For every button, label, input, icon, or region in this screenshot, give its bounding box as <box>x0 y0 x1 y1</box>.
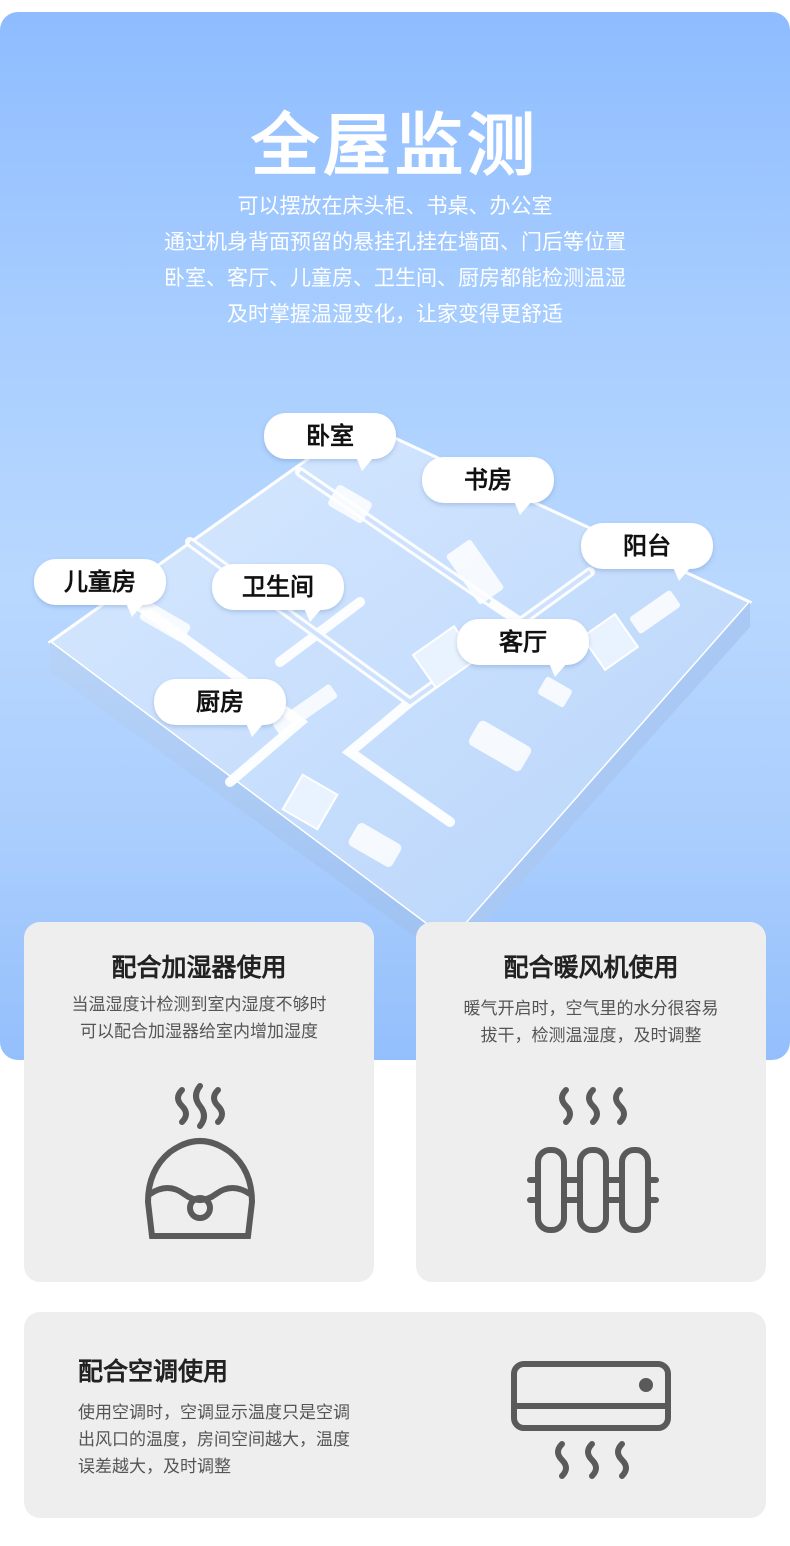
card-line: 出风口的温度，房间空间越大，温度 <box>78 1430 350 1450</box>
aircon-card: 配合空调使用 使用空调时，空调显示温度只是空调 出风口的温度，房间空间越大，温度… <box>24 1312 766 1518</box>
hero-line: 通过机身背面预留的悬挂孔挂在墙面、门后等位置 <box>164 230 626 254</box>
card-description: 暖气开启时，空气里的水分很容易 拔干，检测温湿度，及时调整 <box>416 996 766 1050</box>
humidifier-icon <box>144 1083 256 1239</box>
card-line: 使用空调时，空调显示温度只是空调 <box>78 1403 350 1423</box>
house-floorplan-illustration <box>47 420 753 962</box>
card-description: 使用空调时，空调显示温度只是空调 出风口的温度，房间空间越大，温度 误差越大，及… <box>78 1400 350 1481</box>
heater-card: 配合暖风机使用 暖气开启时，空气里的水分很容易 拔干，检测温湿度，及时调整 <box>416 922 766 1282</box>
hero-title: 全屋监测 <box>250 107 539 186</box>
card-title: 配合暖风机使用 <box>503 953 679 982</box>
card-line: 拔干，检测温湿度，及时调整 <box>480 1026 702 1046</box>
card-line: 暖气开启时，空气里的水分很容易 <box>463 999 719 1019</box>
card-title: 配合加湿器使用 <box>111 953 287 982</box>
humidifier-card: 配合加湿器使用 当温湿度计检测到室内湿度不够时 可以配合加湿器给室内增加湿度 <box>24 922 374 1282</box>
hero-description: 可以摆放在床头柜、书桌、办公室 通过机身背面预留的悬挂孔挂在墙面、门后等位置 卧… <box>0 188 790 332</box>
room-label-kids-room: 儿童房 <box>34 559 166 617</box>
hero-line: 可以摆放在床头柜、书桌、办公室 <box>237 194 553 218</box>
radiator-icon <box>527 1087 659 1233</box>
room-label-study: 书房 <box>422 457 554 515</box>
room-label-balcony: 阳台 <box>581 523 713 581</box>
room-label-bedroom: 卧室 <box>264 413 396 471</box>
hero-section: 全屋监测 可以摆放在床头柜、书桌、办公室 通过机身背面预留的悬挂孔挂在墙面、门后… <box>0 12 790 1060</box>
card-line: 当温湿度计检测到室内湿度不够时 <box>71 995 327 1015</box>
hero-line: 卧室、客厅、儿童房、卫生间、厨房都能检测温湿 <box>164 266 626 290</box>
card-description: 当温湿度计检测到室内湿度不够时 可以配合加湿器给室内增加湿度 <box>24 992 374 1046</box>
room-label-bathroom: 卫生间 <box>212 564 344 622</box>
hero-line: 及时掌握温湿变化，让家变得更舒适 <box>227 302 563 326</box>
room-label-living-room: 客厅 <box>457 619 589 677</box>
card-line: 可以配合加湿器给室内增加湿度 <box>80 1022 318 1042</box>
card-line: 误差越大，及时调整 <box>78 1457 231 1477</box>
card-title: 配合空调使用 <box>78 1357 229 1386</box>
room-label-kitchen: 厨房 <box>154 679 286 737</box>
air-conditioner-icon <box>511 1361 671 1479</box>
